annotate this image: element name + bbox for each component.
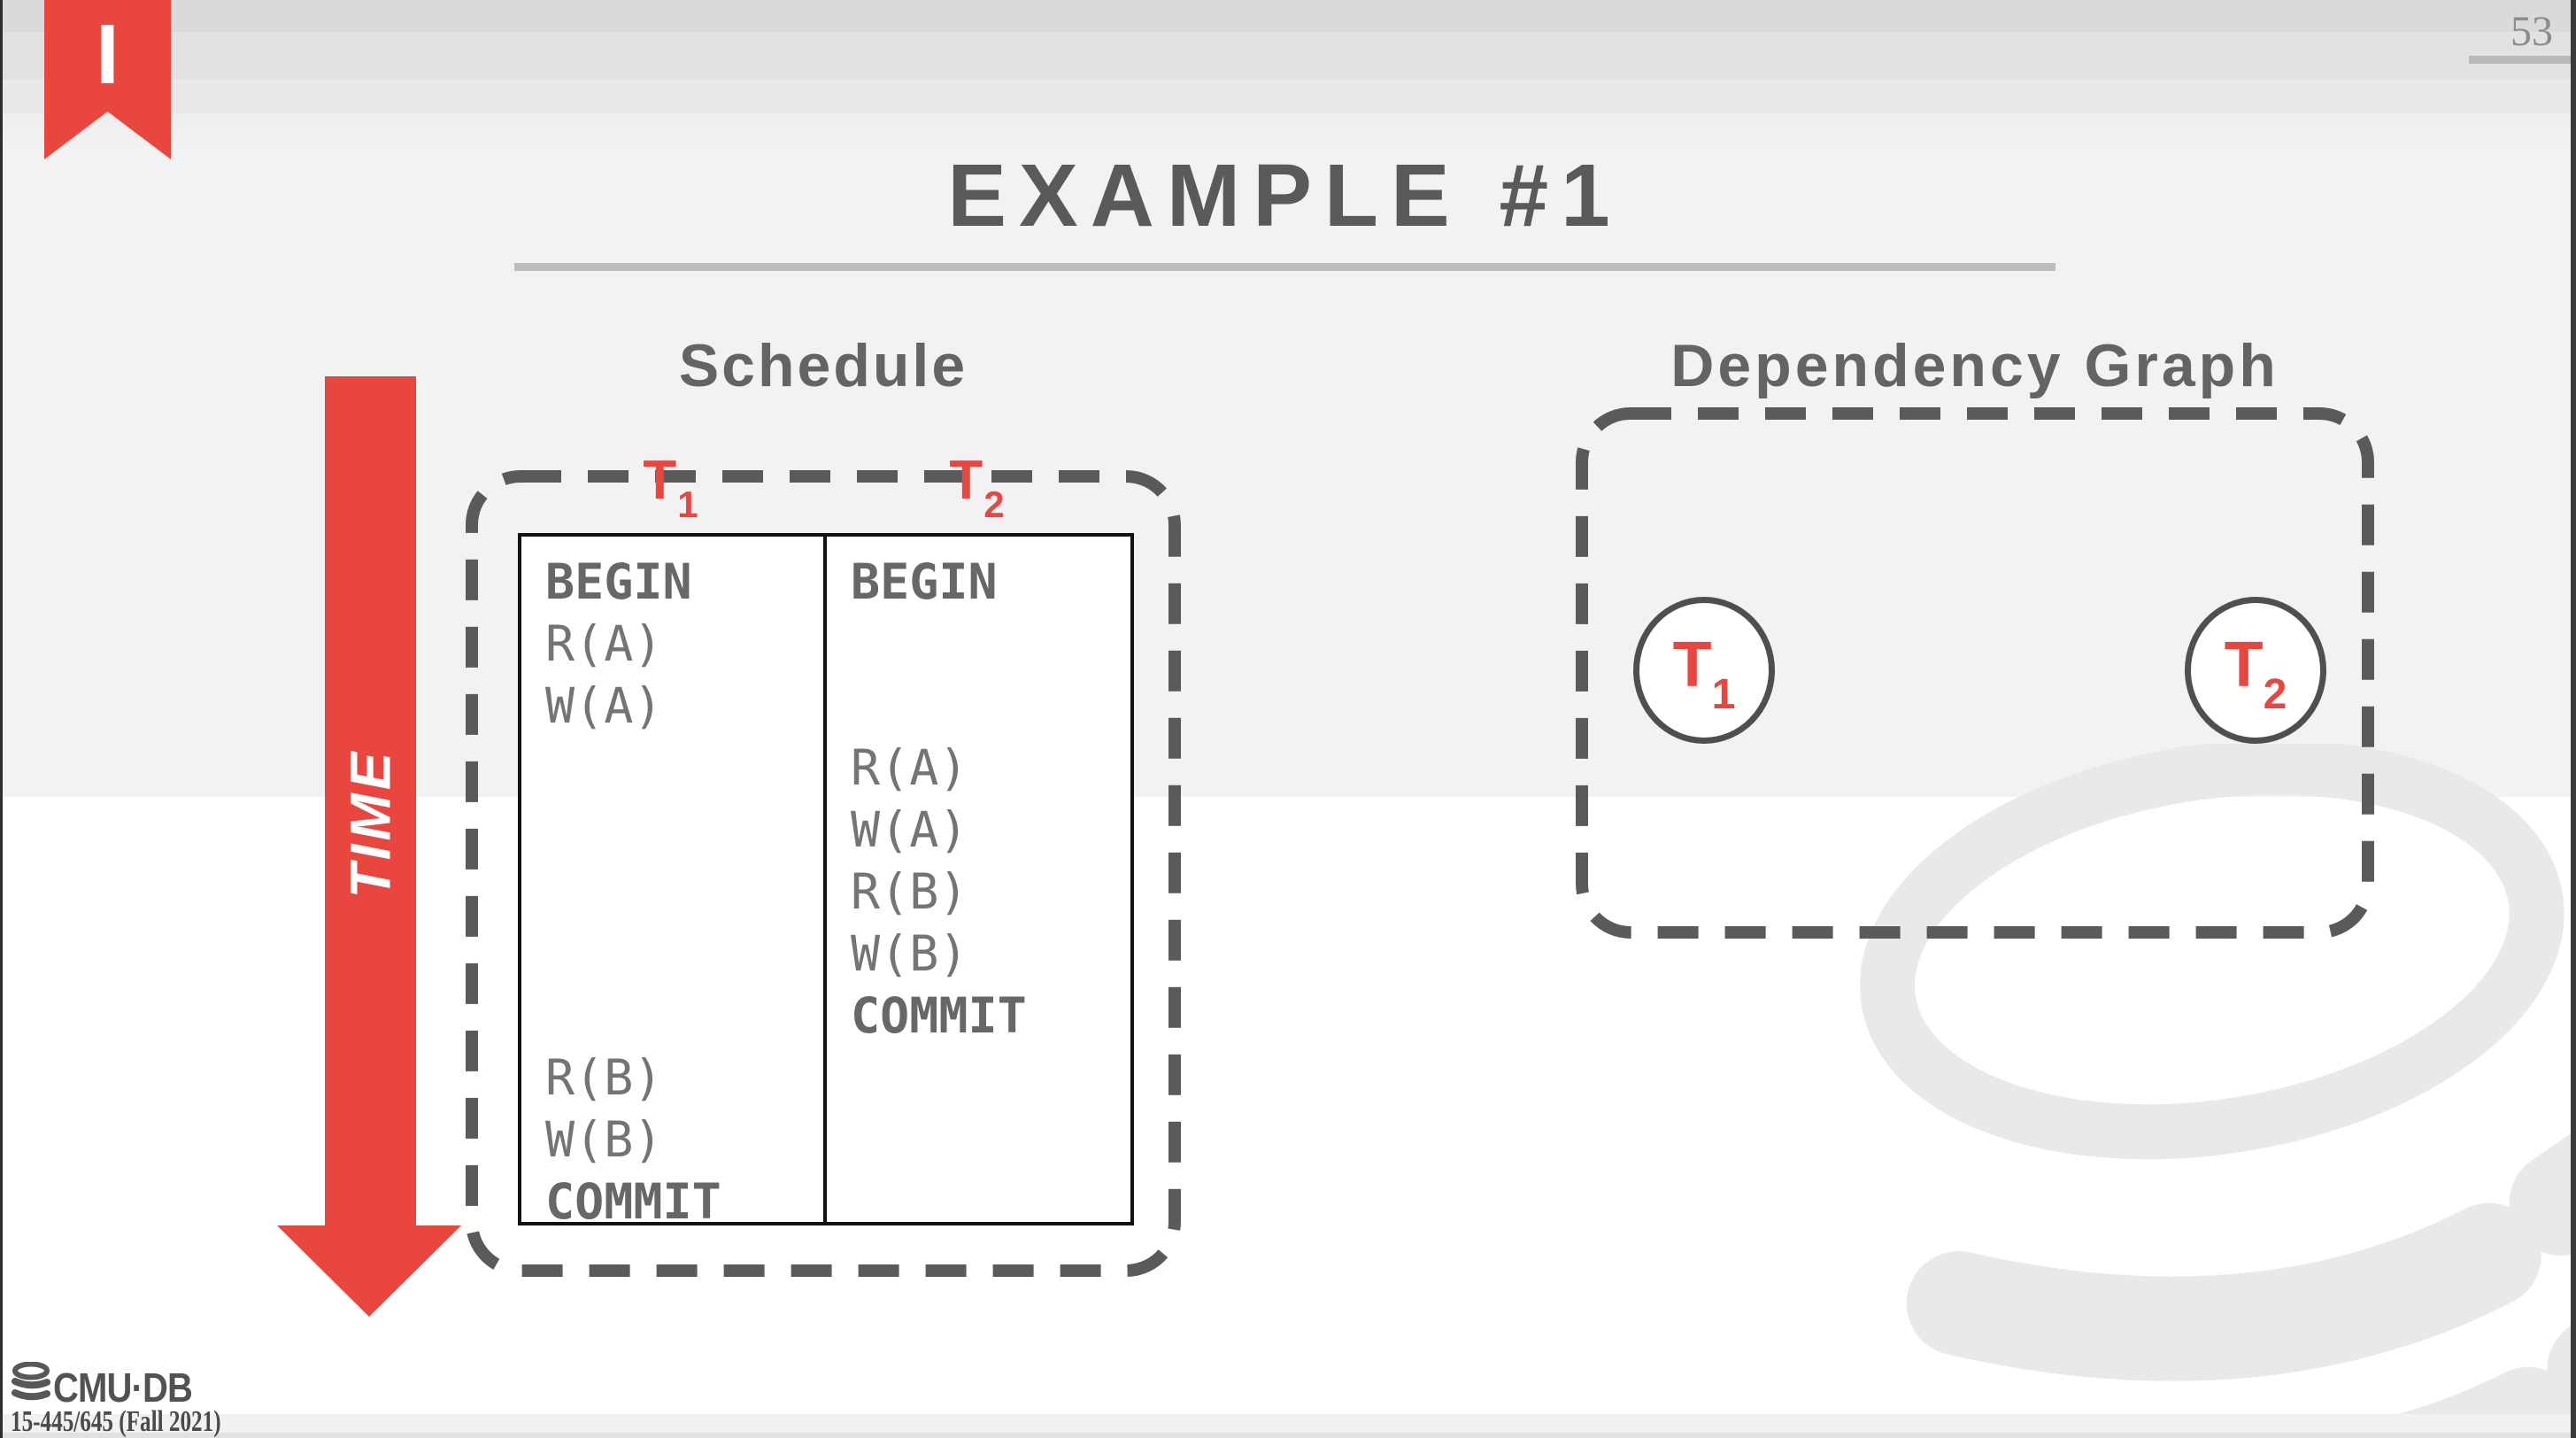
- page-number-rule: [2469, 56, 2576, 64]
- schedule-heading: Schedule: [678, 332, 968, 399]
- node-t2-subscript: 2: [2263, 671, 2287, 719]
- t2-letter: T: [949, 450, 983, 511]
- schedule-op: [521, 737, 823, 799]
- time-arrow-body: [325, 376, 416, 1225]
- page-number: 53: [2510, 8, 2553, 55]
- dependency-node-t2-label: T2: [2224, 629, 2287, 716]
- schedule-column-t1: BEGIN R(A) W(A) R(B) W(B) COMMIT: [521, 537, 823, 1222]
- schedule-op: R(A): [851, 739, 968, 796]
- course-footer-text: 15-445/645 (Fall 2021): [11, 1405, 221, 1438]
- schedule-column-header-t1: T1: [643, 450, 698, 523]
- dependency-node-t2: T2: [2185, 597, 2326, 744]
- schedule-op: [827, 1171, 1130, 1222]
- schedule-table: BEGIN R(A) W(A) R(B) W(B) COMMIT BEGIN R…: [518, 533, 1134, 1225]
- schedule-op: [521, 861, 823, 923]
- schedule-op: W(B): [851, 925, 968, 982]
- t2-subscript: 2: [983, 483, 1005, 526]
- schedule-op: W(A): [851, 801, 968, 858]
- footer-band-line: [0, 1433, 2576, 1438]
- screen-edge-left: [0, 0, 3, 1438]
- time-arrow: TIME: [325, 620, 416, 1027]
- schedule-op: R(B): [851, 863, 968, 920]
- schedule-column-t2: BEGIN R(A) W(A) R(B) W(B) COMMIT: [827, 537, 1130, 1222]
- cmu-db-logo-text: CMU·DB: [53, 1365, 193, 1411]
- schedule-column-header-t2: T2: [949, 450, 1004, 523]
- database-watermark-icon: [1860, 744, 2576, 1438]
- time-arrow-head: [277, 1225, 461, 1317]
- schedule-op: [521, 799, 823, 861]
- schedule-op: [827, 613, 1130, 675]
- schedule-op: [827, 1109, 1130, 1171]
- schedule-column-divider: [823, 537, 827, 1222]
- node-t1-subscript: 1: [1711, 671, 1736, 719]
- dependency-graph-heading: Dependency Graph: [1670, 332, 2279, 399]
- t1-subscript: 1: [677, 483, 698, 526]
- node-t1-letter: T: [1672, 629, 1712, 700]
- schedule-op: [827, 675, 1130, 737]
- node-t2-letter: T: [2224, 629, 2264, 700]
- schedule-op: [521, 985, 823, 1047]
- schedule-op: COMMIT: [545, 1173, 721, 1225]
- title-rule: [514, 263, 2055, 271]
- dependency-graph-dashed-box: [1576, 407, 2374, 939]
- schedule-op: [827, 1047, 1130, 1109]
- slide-title: EXAMPLE #1: [947, 146, 1623, 245]
- schedule-op: BEGIN: [851, 553, 998, 610]
- time-arrow-label: TIME: [338, 748, 403, 899]
- schedule-op: R(B): [545, 1049, 663, 1106]
- dependency-node-t1: T1: [1633, 597, 1775, 744]
- ribbon-label: I: [96, 7, 120, 102]
- schedule-op: W(B): [545, 1111, 663, 1168]
- schedule-op: W(A): [545, 677, 663, 734]
- schedule-op: R(A): [545, 615, 663, 672]
- schedule-op: [521, 923, 823, 985]
- cmu-db-logo-icon: [12, 1362, 50, 1401]
- t1-letter: T: [643, 450, 677, 511]
- schedule-op: BEGIN: [545, 553, 692, 610]
- background-gradient: [0, 0, 2576, 797]
- schedule-dashed-box: [466, 470, 1181, 1277]
- dependency-node-t1-label: T1: [1672, 629, 1736, 716]
- schedule-op: COMMIT: [851, 987, 1027, 1044]
- screen-edge-right: [2571, 0, 2576, 1438]
